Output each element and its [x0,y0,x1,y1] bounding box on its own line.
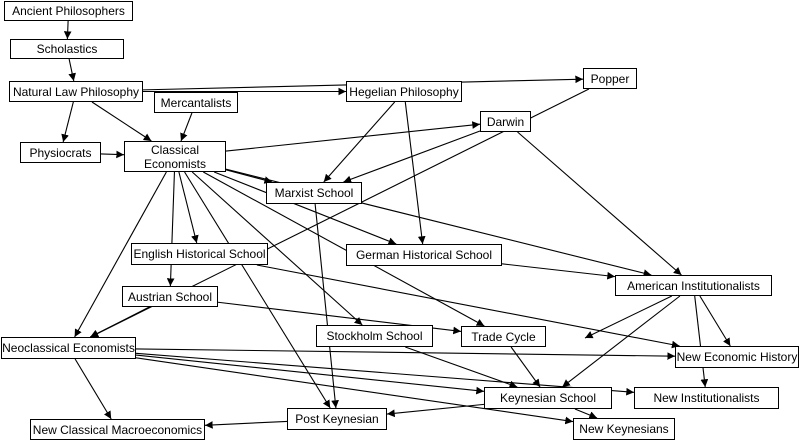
edge-amerinst-to-neweh [699,295,731,347]
node-label: Ancient Philosophers [12,4,125,18]
node-label: Popper [590,71,630,86]
edge-neoclassical-to-keynesian [135,354,485,395]
node-austrian-school: Austrian School [122,286,218,307]
edge-ancient-to-scholastics [63,20,72,40]
node-scholastics: Scholastics [10,39,124,59]
node-label: Darwin [486,114,525,129]
edge-scholastics-to-natlaw [68,58,76,82]
edge-tradecycle-to-keynesian [510,346,541,388]
node-label: New Institutionalists [653,391,760,405]
node-stockholm-school: Stockholm School [316,325,433,347]
edge-hegel-to-marxist [323,101,396,183]
edge-hegel-to-german [404,101,426,245]
edge-keynesian-to-postkeyn [386,403,485,418]
edge-classical-to-marxist [225,169,273,184]
node-darwin: Darwin [480,111,531,132]
edge-classical-to-tradecycle [203,171,485,327]
node-label: Keynesian School [499,391,597,405]
node-new-classical-macroeconomics: New Classical Macroeconomics [30,419,205,440]
node-popper: Popper [583,68,637,89]
node-label: Physiocrats [29,145,92,160]
edge-classical-to-darwin [225,121,481,152]
edge-classical-to-german [213,171,397,245]
node-label: Marxist School [274,186,354,200]
edge-neoclassical-to-neweh [135,348,676,360]
node-german-historical-school: German Historical School [346,244,502,266]
edge-english-to-neweh [256,264,680,349]
node-label: Post Keynesian [295,412,379,426]
edge-austrian-to-neoclassical [89,306,150,338]
node-label: New Classical Macroeconomics [32,422,203,437]
node-new-institutionalists: New Institutionalists [634,387,779,409]
node-new-economic-history: New Economic History [675,346,799,368]
edge-physio-to-classical [100,150,125,159]
node-label: Natural Law Philosophy [12,84,140,99]
node-hegelian-philosophy: Hegelian Philosophy [346,81,462,102]
node-label: Mercantalists [160,95,232,110]
edge-neoclassical-to-newkeyn [135,357,574,425]
node-label: Austrian School [127,289,213,304]
node-ancient-philosophers: Ancient Philosophers [4,1,133,21]
node-neoclassical-economists: Neoclassical Economists [1,337,136,359]
node-trade-cycle: Trade Cycle [461,326,546,347]
edge-darwin-to-marxist [343,130,481,183]
edge-keynesian-to-newkeyn [574,408,598,419]
node-american-institutionalists: American Institutionalists [615,275,772,296]
edge-neoclassical-to-newinst [135,352,635,396]
node-natural-law-philosophy: Natural Law Philosophy [9,81,143,102]
edge-classical-to-english [178,171,199,244]
edge-amerinst-to-keynesian [561,295,681,388]
edge-merc-to-classical [180,112,193,142]
node-label: German Historical School [355,248,493,262]
node-new-keynesians: New Keynesians [573,418,675,440]
edge-stockholm-to-keynesian [405,346,518,389]
edge-amerinst-to-stray [584,295,673,339]
node-label: Trade Cycle [471,329,536,344]
node-english-historical-school: English Historical School [131,243,268,265]
edge-natlaw-to-classical [91,101,152,142]
node-label: Neoclassical Economists [2,341,135,355]
node-label: English Historical School [133,247,266,261]
edge-classical-to-neoclassical [74,171,167,338]
node-post-keynesian: Post Keynesian [287,408,387,430]
node-label-line-2: Economists [143,156,207,171]
edge-classical-to-postkeyn [184,171,331,409]
node-label: Scholastics [36,42,98,56]
node-label: American Institutionalists [627,278,760,293]
edge-neoclassical-to-newclass [74,358,112,420]
node-label: New Keynesians [579,422,669,436]
node-mercantalists: Mercantalists [154,92,238,113]
edge-marxist-to-postkeyn [314,203,339,409]
node-physiocrats: Physiocrats [20,142,101,163]
edge-classical-to-austrian [166,171,175,287]
edge-classical-to-stockholm [191,171,363,326]
node-classical-economists: Classical Economists [124,141,226,172]
edge-german-to-amerinst [501,263,616,280]
node-marxist-school: Marxist School [266,182,362,204]
edge-natlaw-to-physio [61,101,74,143]
edge-amerinst-to-newinst [694,295,709,388]
node-label: Hegelian Philosophy [349,84,459,99]
node-label: Stockholm School [326,329,423,343]
edge-darwin-to-amerinst [517,131,682,276]
node-label: New Economic History [676,350,798,364]
node-keynesian-school: Keynesian School [484,387,612,409]
node-label: Classical [150,142,199,157]
edge-postkeyn-to-newclass [204,420,288,429]
